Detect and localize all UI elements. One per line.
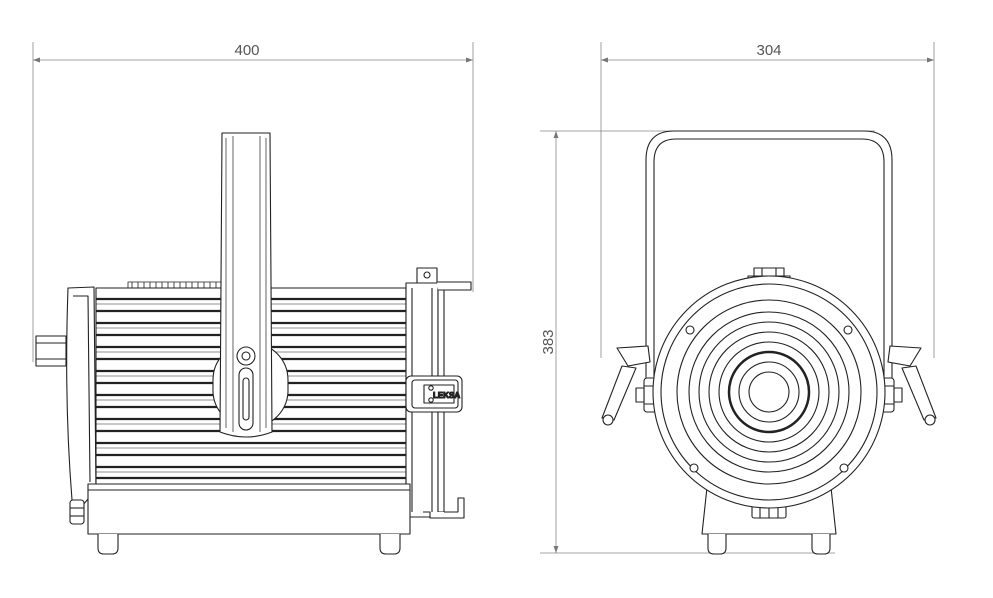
dimension-width-front-label: 304 [756,42,781,59]
dimension-height-front-label: 383 [540,329,557,354]
dimension-width-side [32,42,474,362]
brand-label: LEKSA [433,391,460,400]
yoke-arm [212,132,289,438]
dimension-width-front [600,42,935,358]
top-fin-ridge [127,281,223,289]
fresnel-lens [652,275,886,509]
rear-cap [35,286,97,525]
dimension-width-side-label: 400 [234,42,259,59]
base [87,483,411,555]
side-view: LEKSA [35,132,472,555]
front-view [601,130,937,555]
front-frame [405,267,472,519]
